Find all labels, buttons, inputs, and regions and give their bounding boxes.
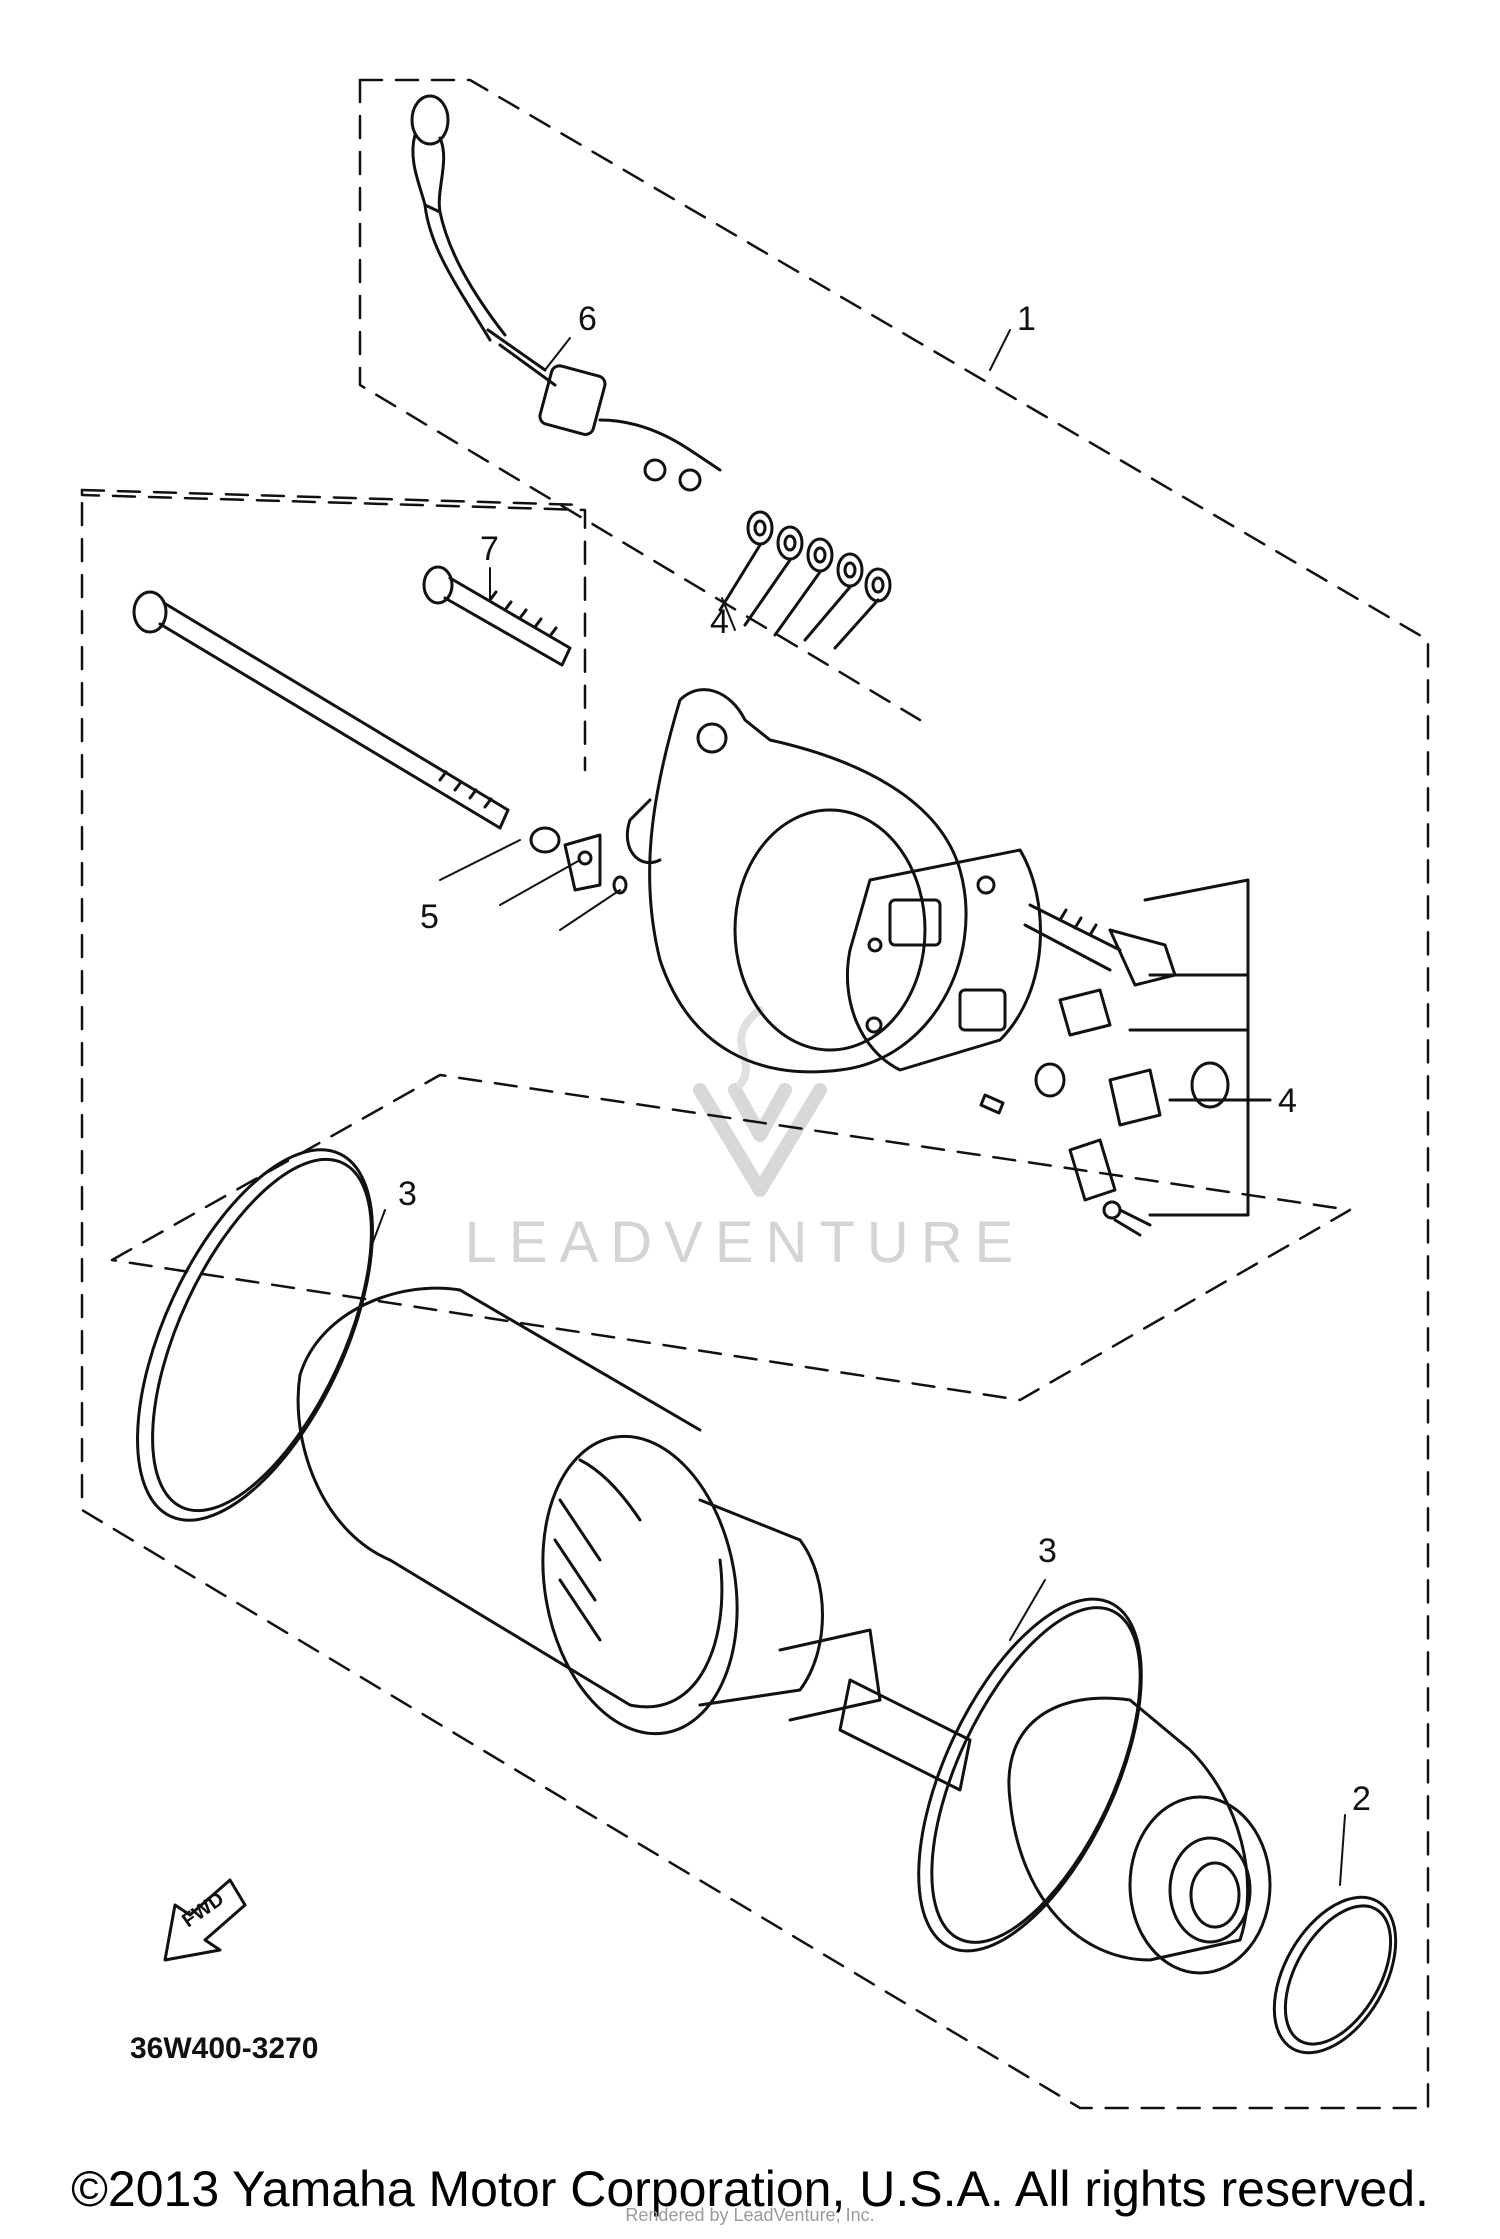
washer-set-top — [718, 510, 892, 650]
callout-4-top: 4 — [710, 603, 729, 641]
short-bolt — [422, 565, 572, 667]
front-cover — [1007, 1696, 1272, 1975]
end-cover — [625, 688, 1042, 1074]
fwd-arrow-icon: FWD — [163, 1878, 247, 1962]
lead-wire — [410, 94, 722, 492]
assembly-outline-1 — [80, 78, 1430, 2110]
through-bolt — [132, 590, 628, 895]
diagram-part-number: 36W400-3270 — [130, 2032, 318, 2065]
callout-4-right: 4 — [1278, 1082, 1297, 1120]
callout-7: 7 — [480, 530, 499, 568]
callout-2: 2 — [1352, 1780, 1371, 1818]
o-ring-upper — [136, 1148, 374, 1522]
copyright-notice: ©2013 Yamaha Motor Corporation, U.S.A. A… — [71, 2161, 1429, 2217]
yoke-body — [296, 1286, 972, 1792]
o-ring-small — [1272, 1895, 1398, 2055]
callout-3-upper: 3 — [398, 1175, 417, 1213]
leader-lines — [369, 329, 1346, 1886]
o-ring-lower — [917, 1597, 1143, 1953]
assembly-outline-3 — [110, 1073, 1352, 1402]
watermark-text: LEADVENTURE — [465, 1210, 1026, 1275]
render-credit: Rendered by LeadVenture, Inc. — [625, 2205, 875, 2225]
brush-set — [979, 878, 1272, 1237]
assembly-outline-5 — [80, 488, 587, 772]
callout-3-lower: 3 — [1038, 1532, 1057, 1570]
callout-5: 5 — [420, 898, 439, 936]
callout-6: 6 — [578, 300, 597, 338]
callout-1: 1 — [1017, 300, 1036, 338]
watermark: LEADVENTURE — [465, 1006, 1026, 1275]
